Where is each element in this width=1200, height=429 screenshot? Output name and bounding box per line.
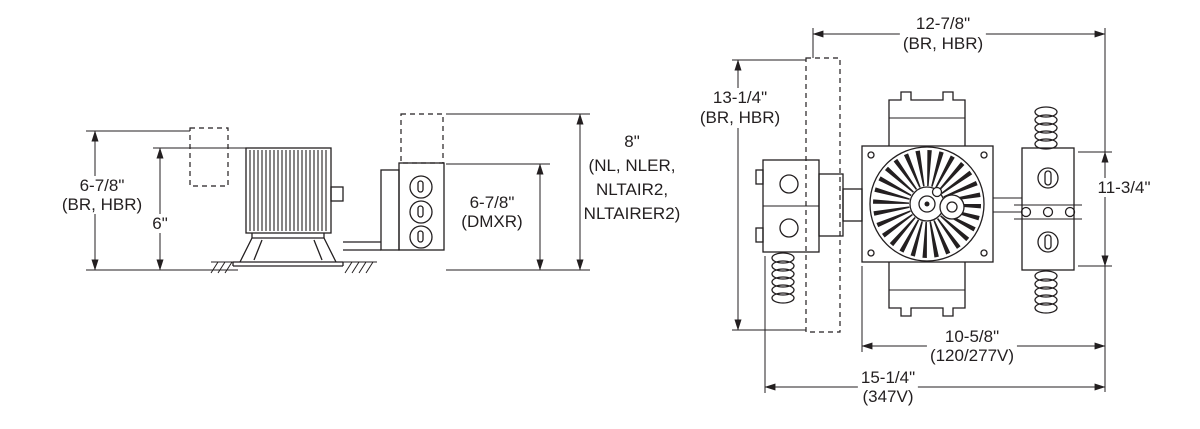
dim-top-width-outer-label: 15-1/4" (347V) — [857, 368, 919, 406]
flex-spring-bottom-right — [1034, 270, 1058, 314]
dim-value: 12-7/8" — [915, 14, 971, 33]
dim-models: (BR, HBR) — [699, 108, 781, 127]
dim-models: NLTAIR2, — [595, 180, 669, 199]
dim-value: 6-7/8" — [79, 176, 125, 195]
dim-models: (BR, HBR) — [61, 195, 143, 214]
flex-spring-left — [771, 252, 795, 304]
top-view-drawing — [732, 28, 1112, 393]
dashed-housing-side — [189, 127, 229, 187]
hanger-bracket-bottom — [888, 262, 966, 317]
top-view-dimensions — [732, 28, 1112, 393]
dim-top-width-inner-label: 10-5/8" (120/277V) — [926, 327, 1018, 365]
dashed-housing-top — [805, 57, 841, 333]
dim-side-overall-height-label: 6-7/8" (BR, HBR) — [58, 176, 146, 214]
dim-models: (NL, NLER, — [588, 156, 676, 175]
dim-models: (BR, HBR) — [902, 34, 984, 53]
dim-models: NLTAIRER2) — [583, 204, 681, 223]
side-view-dimensions — [86, 113, 590, 271]
dim-top-depth-left-label: 13-1/4" (BR, HBR) — [696, 88, 784, 128]
hanger-bracket-top — [888, 91, 966, 146]
dim-value: 8" — [624, 132, 640, 151]
flex-spring-top-right — [1034, 106, 1058, 150]
dim-value: 10-5/8" — [944, 327, 1000, 346]
dim-models: (DMXR) — [461, 212, 523, 231]
ceiling-line — [210, 261, 377, 274]
dim-models: (347V) — [862, 387, 914, 406]
dim-side-recess-height-label: 6" — [149, 214, 171, 233]
junction-box-side — [343, 162, 445, 251]
dim-value: 15-1/4" — [860, 368, 916, 387]
junction-box-right — [993, 147, 1082, 271]
trim-reflector — [232, 233, 344, 267]
dim-value: 6" — [152, 214, 168, 233]
dim-value: 11-3/4" — [1097, 178, 1151, 197]
heatsink-side — [245, 147, 344, 234]
dim-side-dmxr-height-label: 6-7/8" (DMXR) — [458, 193, 526, 231]
dim-top-depth-right-label: 11-3/4" — [1094, 178, 1154, 197]
dashed-junction-box-side — [400, 113, 444, 164]
junction-box-left — [755, 159, 863, 253]
dim-models: (120/277V) — [929, 346, 1015, 365]
dim-value: 6-7/8" — [469, 193, 515, 212]
dim-top-width-label: 12-7/8" (BR, HBR) — [899, 14, 987, 54]
dim-value: 13-1/4" — [712, 88, 768, 107]
fan-heatsink — [869, 146, 985, 262]
dim-side-nl-height-label: 8" (NL, NLER, NLTAIR2, NLTAIRER2) — [581, 130, 684, 226]
